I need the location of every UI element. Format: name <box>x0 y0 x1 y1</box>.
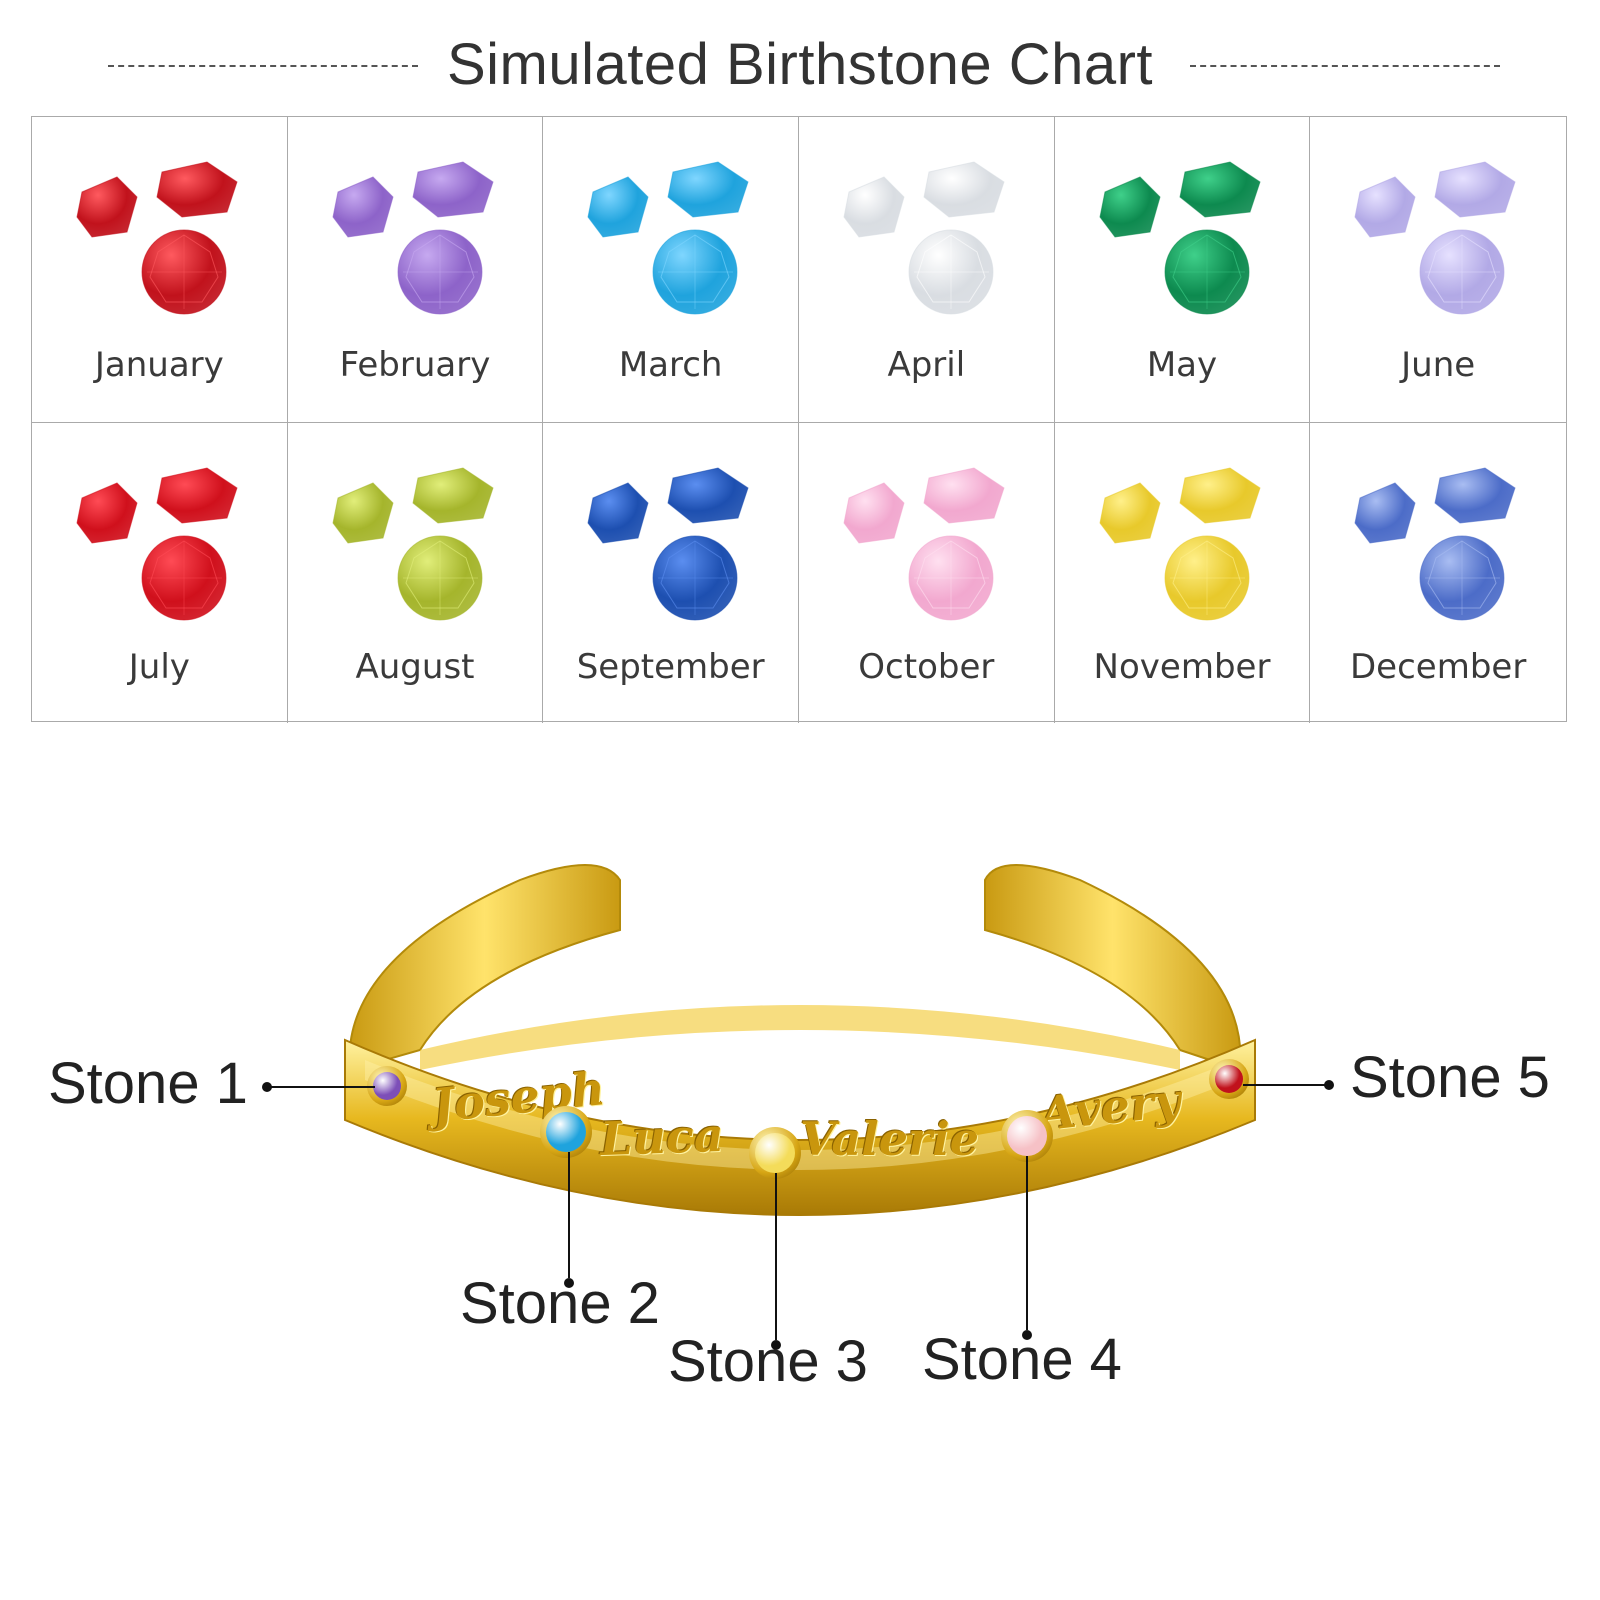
title-dash-right <box>1190 65 1500 67</box>
stone-2-gem <box>546 1112 586 1152</box>
page-title: Simulated Birthstone Chart <box>446 32 1154 97</box>
birthstone-cell-june: June <box>1310 117 1566 423</box>
gemstone-cluster-icon <box>76 467 238 621</box>
stone-3-gem <box>755 1133 795 1173</box>
gemstone-cluster-icon <box>1354 467 1516 621</box>
gemstone-cluster-icon <box>1099 467 1261 621</box>
gemstone-cluster-icon <box>1354 161 1516 315</box>
month-label: September <box>576 647 765 687</box>
gemstone-cluster-icon <box>332 161 494 315</box>
birthstone-cell-december: December <box>1310 423 1566 723</box>
month-label: April <box>887 345 966 385</box>
callout-dot <box>1324 1080 1334 1090</box>
callout-line <box>775 1173 777 1340</box>
birthstone-cell-november: November <box>1055 423 1311 723</box>
birthstone-cell-may: May <box>1054 117 1311 423</box>
gemstone-cluster-icon <box>843 161 1005 315</box>
gemstone-cluster-icon <box>332 467 494 621</box>
month-label: October <box>858 647 995 687</box>
title-dash-left <box>108 65 418 67</box>
gemstone-cluster-icon <box>1099 161 1261 315</box>
month-label: January <box>94 345 224 385</box>
month-label: August <box>355 647 475 687</box>
month-label: June <box>1401 345 1476 385</box>
gemstone-cluster-icon <box>843 467 1005 621</box>
birthstone-cell-september: September <box>543 423 799 723</box>
stone-1-gem <box>373 1072 401 1100</box>
gemstone-cluster-icon <box>587 467 749 621</box>
stone-4-label: Stone 4 <box>922 1327 1122 1392</box>
callout-line <box>1243 1084 1325 1086</box>
month-label: May <box>1146 345 1218 385</box>
gemstone-cluster-icon <box>587 161 749 315</box>
chart-title-row: Simulated Birthstone Chart <box>0 30 1600 100</box>
stone-5-label: Stone 5 <box>1350 1045 1550 1110</box>
callout-dot <box>262 1082 272 1092</box>
birthstone-cell-august: August <box>288 423 544 723</box>
gemstone-cluster-icon <box>76 161 238 315</box>
month-label: November <box>1093 647 1271 687</box>
birthstone-cell-july: July <box>32 423 288 723</box>
stone-3-label: Stone 3 <box>668 1329 868 1394</box>
stone-1-label: Stone 1 <box>48 1051 248 1116</box>
callout-dot <box>564 1278 574 1288</box>
month-label: February <box>339 345 491 385</box>
month-label: December <box>1350 647 1527 687</box>
stone-4-gem <box>1007 1116 1047 1156</box>
callout-line <box>267 1086 375 1088</box>
birthstone-cell-february: February <box>287 117 544 423</box>
month-label: March <box>618 345 723 385</box>
stone-5-gem <box>1215 1065 1243 1093</box>
month-label: July <box>128 647 190 687</box>
birthstone-cell-april: April <box>799 117 1055 423</box>
bracelet-name-luca: Luca <box>599 1107 725 1167</box>
callout-dot <box>771 1340 781 1350</box>
birthstone-cell-january: January <box>32 117 288 423</box>
callout-dot <box>1022 1330 1032 1340</box>
stone-2-label: Stone 2 <box>460 1271 660 1336</box>
bracelet-name-valerie: Valerie <box>800 1112 979 1166</box>
birthstone-cell-march: March <box>543 117 799 423</box>
callout-line <box>1026 1156 1028 1330</box>
callout-line <box>568 1152 570 1278</box>
birthstone-cell-october: October <box>799 423 1055 723</box>
